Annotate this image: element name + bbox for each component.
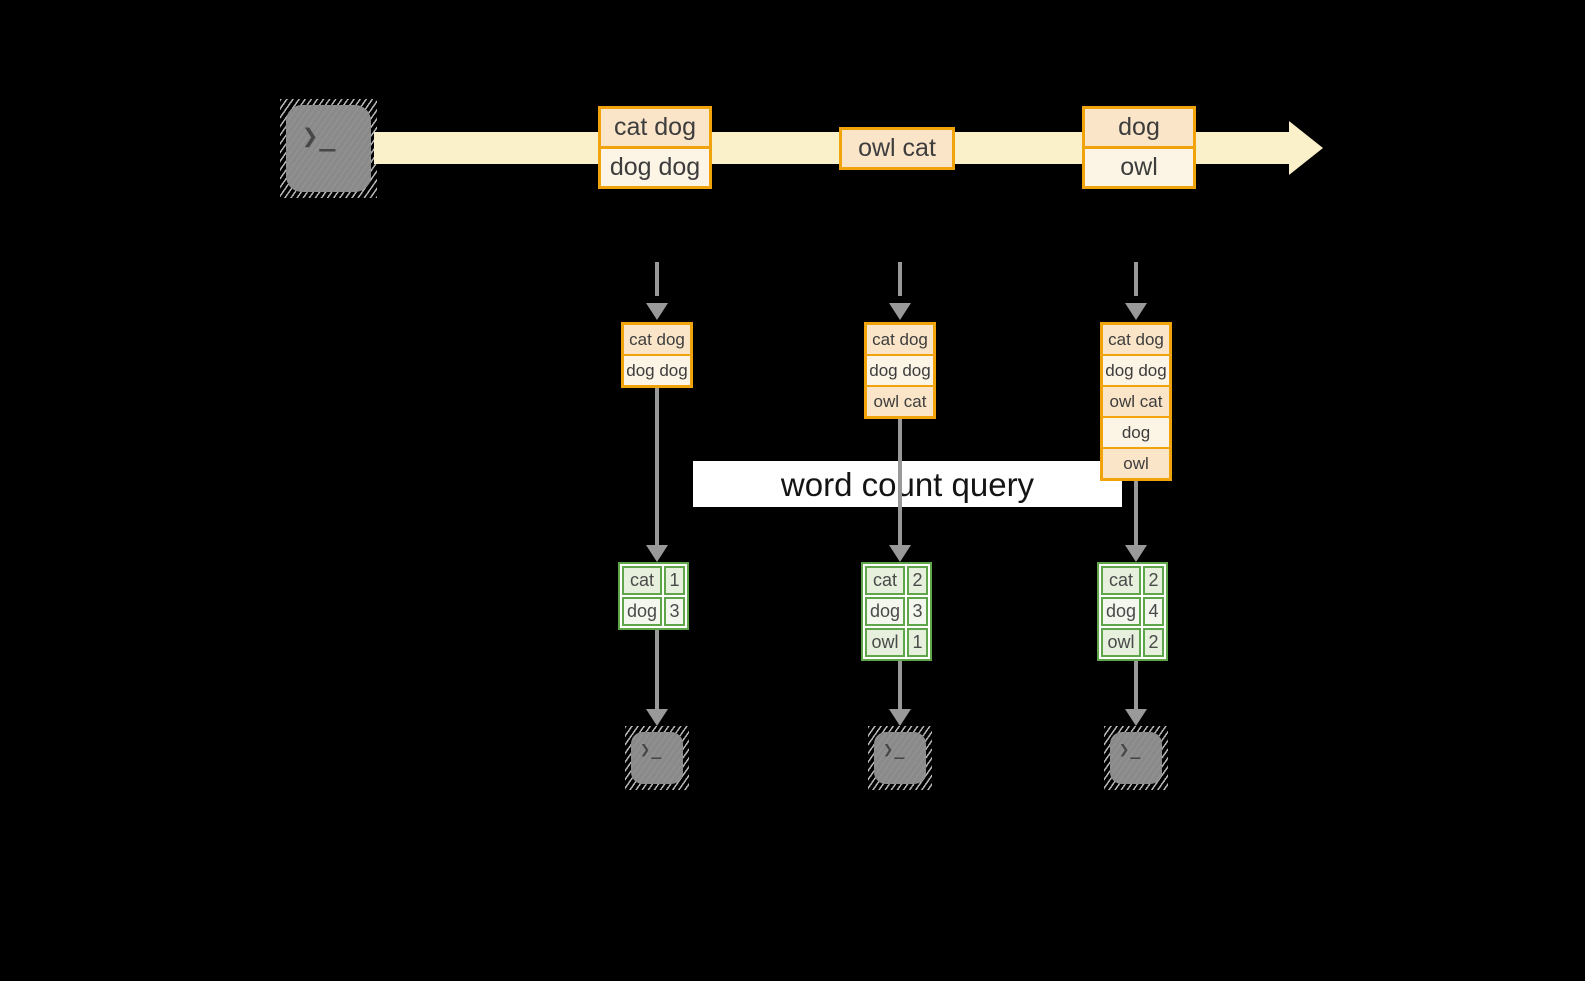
event-line: owl cat bbox=[842, 130, 952, 167]
flow-arrow bbox=[898, 661, 902, 709]
terminal-body: ❯_ bbox=[1110, 732, 1162, 784]
count-value: 3 bbox=[664, 597, 685, 626]
buffer-stack-1: cat dog dog dog bbox=[621, 322, 693, 388]
count-value: 3 bbox=[907, 597, 928, 626]
buffer-cell: owl cat bbox=[867, 385, 933, 416]
count-word: cat bbox=[865, 566, 905, 595]
flow-arrowhead-icon bbox=[889, 709, 911, 726]
count-value: 2 bbox=[1143, 628, 1164, 657]
count-value: 1 bbox=[664, 566, 685, 595]
dashed-arrow-icon bbox=[655, 262, 659, 296]
dashed-arrowhead-icon bbox=[889, 303, 911, 320]
flow-arrow bbox=[655, 630, 659, 709]
count-value: 2 bbox=[1143, 566, 1164, 595]
query-label-band: word count query bbox=[693, 461, 1122, 507]
flow-arrow bbox=[655, 388, 659, 546]
event-line: dog bbox=[1085, 109, 1193, 146]
flow-arrow bbox=[1134, 481, 1138, 546]
consumer-terminal-icon: ❯_ bbox=[625, 726, 689, 790]
count-word: owl bbox=[865, 628, 905, 657]
consumer-terminal-icon: ❯_ bbox=[1104, 726, 1168, 790]
terminal-prompt-icon: ❯_ bbox=[1119, 740, 1142, 760]
stream-arrowhead-icon bbox=[1289, 121, 1323, 175]
terminal-body: ❯_ bbox=[286, 105, 371, 192]
count-word: owl bbox=[1101, 628, 1141, 657]
flow-arrowhead-icon bbox=[646, 545, 668, 562]
producer-terminal-icon: ❯_ bbox=[280, 99, 377, 198]
buffer-cell: cat dog bbox=[624, 325, 690, 354]
flow-arrow bbox=[1134, 661, 1138, 709]
consumer-terminal-icon: ❯_ bbox=[868, 726, 932, 790]
terminal-prompt-icon: ❯_ bbox=[883, 740, 906, 760]
count-word: dog bbox=[622, 597, 662, 626]
flow-arrowhead-icon bbox=[889, 545, 911, 562]
event-box-1: cat dog dog dog bbox=[598, 106, 712, 189]
count-table-3: cat 2 dog 4 owl 2 bbox=[1097, 562, 1168, 661]
count-word: cat bbox=[1101, 566, 1141, 595]
flow-arrowhead-icon bbox=[1125, 709, 1147, 726]
count-word: dog bbox=[865, 597, 905, 626]
buffer-cell: dog dog bbox=[867, 354, 933, 385]
buffer-cell: owl bbox=[1103, 447, 1169, 478]
buffer-cell: dog dog bbox=[624, 354, 690, 385]
terminal-prompt-icon: ❯_ bbox=[302, 121, 337, 152]
dashed-arrowhead-icon bbox=[1125, 303, 1147, 320]
count-word: dog bbox=[1101, 597, 1141, 626]
count-value: 2 bbox=[907, 566, 928, 595]
buffer-cell: dog bbox=[1103, 416, 1169, 447]
buffer-stack-3: cat dog dog dog owl cat dog owl bbox=[1100, 322, 1172, 481]
count-word: cat bbox=[622, 566, 662, 595]
buffer-cell: cat dog bbox=[867, 325, 933, 354]
event-line: cat dog bbox=[601, 109, 709, 146]
count-table-1: cat 1 dog 3 bbox=[618, 562, 689, 630]
buffer-cell: dog dog bbox=[1103, 354, 1169, 385]
count-value: 4 bbox=[1143, 597, 1164, 626]
event-line: dog dog bbox=[601, 146, 709, 186]
count-value: 1 bbox=[907, 628, 928, 657]
event-box-3: dog owl bbox=[1082, 106, 1196, 189]
buffer-cell: cat dog bbox=[1103, 325, 1169, 354]
buffer-stack-2: cat dog dog dog owl cat bbox=[864, 322, 936, 419]
terminal-body: ❯_ bbox=[874, 732, 926, 784]
count-table-2: cat 2 dog 3 owl 1 bbox=[861, 562, 932, 661]
dashed-arrowhead-icon bbox=[646, 303, 668, 320]
flow-arrow bbox=[898, 419, 902, 546]
terminal-prompt-icon: ❯_ bbox=[640, 740, 663, 760]
dashed-arrow-icon bbox=[1134, 262, 1138, 296]
event-box-2: owl cat bbox=[839, 127, 955, 170]
flow-arrowhead-icon bbox=[646, 709, 668, 726]
buffer-cell: owl cat bbox=[1103, 385, 1169, 416]
terminal-body: ❯_ bbox=[631, 732, 683, 784]
flow-arrowhead-icon bbox=[1125, 545, 1147, 562]
event-line: owl bbox=[1085, 146, 1193, 186]
dashed-arrow-icon bbox=[898, 262, 902, 296]
